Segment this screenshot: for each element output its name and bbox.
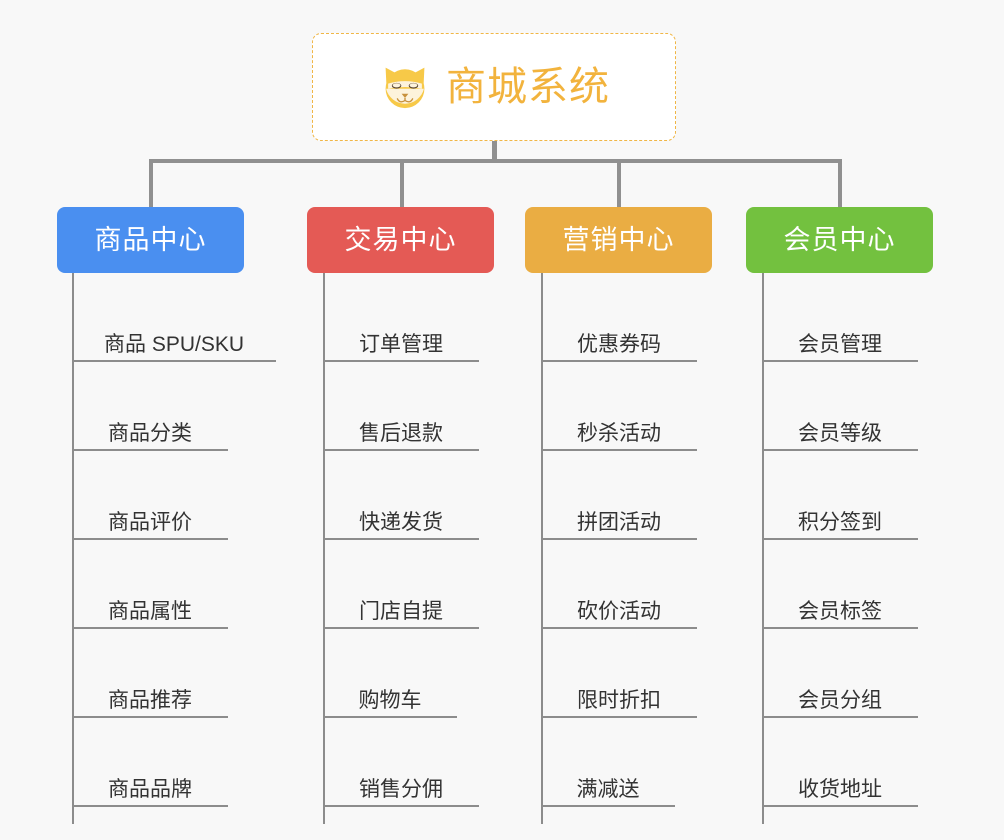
leaf-label: 商品品牌 — [108, 777, 192, 801]
leaf-item[interactable]: 收货地址 — [762, 718, 918, 807]
category-label-4: 会员中心 — [783, 224, 896, 255]
leaf-item[interactable]: 会员标签 — [762, 540, 918, 629]
leaf-label: 商品评价 — [108, 510, 192, 534]
leaf-label: 砍价活动 — [577, 599, 661, 623]
leaf-item[interactable]: 商品品牌 — [72, 718, 228, 807]
leaf-item[interactable]: 拼团活动 — [541, 451, 697, 540]
leaf-item[interactable]: 销售分佣 — [323, 718, 479, 807]
category-box-1[interactable]: 商品中心 — [57, 207, 244, 273]
leaf-item[interactable]: 会员管理 — [762, 273, 918, 362]
leaf-label: 售后退款 — [359, 421, 443, 445]
leaf-item[interactable]: 商品 SPU/SKU — [72, 273, 276, 362]
connector-horizontal-bar — [149, 159, 842, 163]
category-label-3: 营销中心 — [562, 224, 675, 255]
leaf-item[interactable]: 商品属性 — [72, 540, 228, 629]
leaf-label: 销售分佣 — [359, 777, 443, 801]
leaf-label: 秒杀活动 — [577, 421, 661, 445]
leaf-item[interactable]: 砍价活动 — [541, 540, 697, 629]
branch-column-3: 优惠券码 秒杀活动 拼团活动 砍价活动 限时折扣 满减送 — [541, 273, 751, 826]
category-box-2[interactable]: 交易中心 — [307, 207, 494, 273]
leaf-item[interactable]: 商品评价 — [72, 451, 228, 540]
leaf-label: 满减送 — [576, 777, 640, 801]
leaf-label: 会员等级 — [798, 421, 882, 445]
leaf-item[interactable]: 会员等级 — [762, 362, 918, 451]
leaf-label: 拼团活动 — [577, 510, 661, 534]
leaf-item[interactable]: 门店自提 — [323, 540, 479, 629]
leaf-label: 商品推荐 — [108, 688, 192, 712]
shiba-dog-icon — [385, 67, 425, 109]
leaf-label: 商品 SPU/SKU — [103, 332, 245, 356]
branch-column-4: 会员管理 会员等级 积分签到 会员标签 会员分组 收货地址 — [762, 273, 972, 826]
leaf-label: 优惠券码 — [577, 332, 661, 356]
leaf-item[interactable]: 优惠券码 — [541, 273, 697, 362]
category-box-4[interactable]: 会员中心 — [746, 207, 933, 273]
leaf-label: 门店自提 — [359, 599, 443, 623]
connector-drop-2 — [400, 159, 404, 209]
leaf-label: 商品分类 — [108, 421, 192, 445]
root-node[interactable]: 商城系统 — [312, 33, 676, 141]
category-label-2: 交易中心 — [344, 224, 457, 255]
leaf-label: 会员分组 — [798, 688, 882, 712]
leaf-label: 订单管理 — [359, 332, 443, 356]
leaf-label: 收货地址 — [798, 777, 882, 801]
connector-drop-4 — [838, 159, 842, 209]
category-box-3[interactable]: 营销中心 — [525, 207, 712, 273]
category-label-1: 商品中心 — [94, 224, 207, 255]
root-label: 商城系统 — [446, 65, 610, 109]
leaf-label: 限时折扣 — [577, 688, 661, 712]
branch-trunk-4 — [762, 273, 764, 824]
leaf-label: 积分签到 — [798, 510, 882, 534]
leaf-label: 商品属性 — [108, 599, 192, 623]
connector-root-stem — [492, 141, 497, 163]
leaf-item[interactable]: 秒杀活动 — [541, 362, 697, 451]
leaf-item[interactable]: 积分签到 — [762, 451, 918, 540]
leaf-item[interactable]: 商品分类 — [72, 362, 228, 451]
connector-drop-1 — [149, 159, 153, 209]
leaf-item[interactable]: 限时折扣 — [541, 629, 697, 718]
branch-column-1: 商品 SPU/SKU 商品分类 商品评价 商品属性 商品推荐 商品品牌 — [72, 273, 282, 826]
leaf-label: 会员管理 — [798, 332, 882, 356]
connector-drop-3 — [617, 159, 621, 209]
leaf-item[interactable]: 满减送 — [541, 718, 675, 807]
leaf-item[interactable]: 购物车 — [323, 629, 457, 718]
branch-column-2: 订单管理 售后退款 快递发货 门店自提 购物车 销售分佣 — [323, 273, 533, 826]
branch-trunk-2 — [323, 273, 325, 824]
leaf-item[interactable]: 订单管理 — [323, 273, 479, 362]
branch-trunk-1 — [72, 273, 74, 824]
leaf-item[interactable]: 售后退款 — [323, 362, 479, 451]
leaf-label: 快递发货 — [359, 510, 443, 534]
leaf-item[interactable]: 商品推荐 — [72, 629, 228, 718]
leaf-item[interactable]: 快递发货 — [323, 451, 479, 540]
branch-trunk-3 — [541, 273, 543, 824]
leaf-item[interactable]: 会员分组 — [762, 629, 918, 718]
leaf-label: 会员标签 — [798, 599, 882, 623]
leaf-label: 购物车 — [358, 688, 422, 712]
